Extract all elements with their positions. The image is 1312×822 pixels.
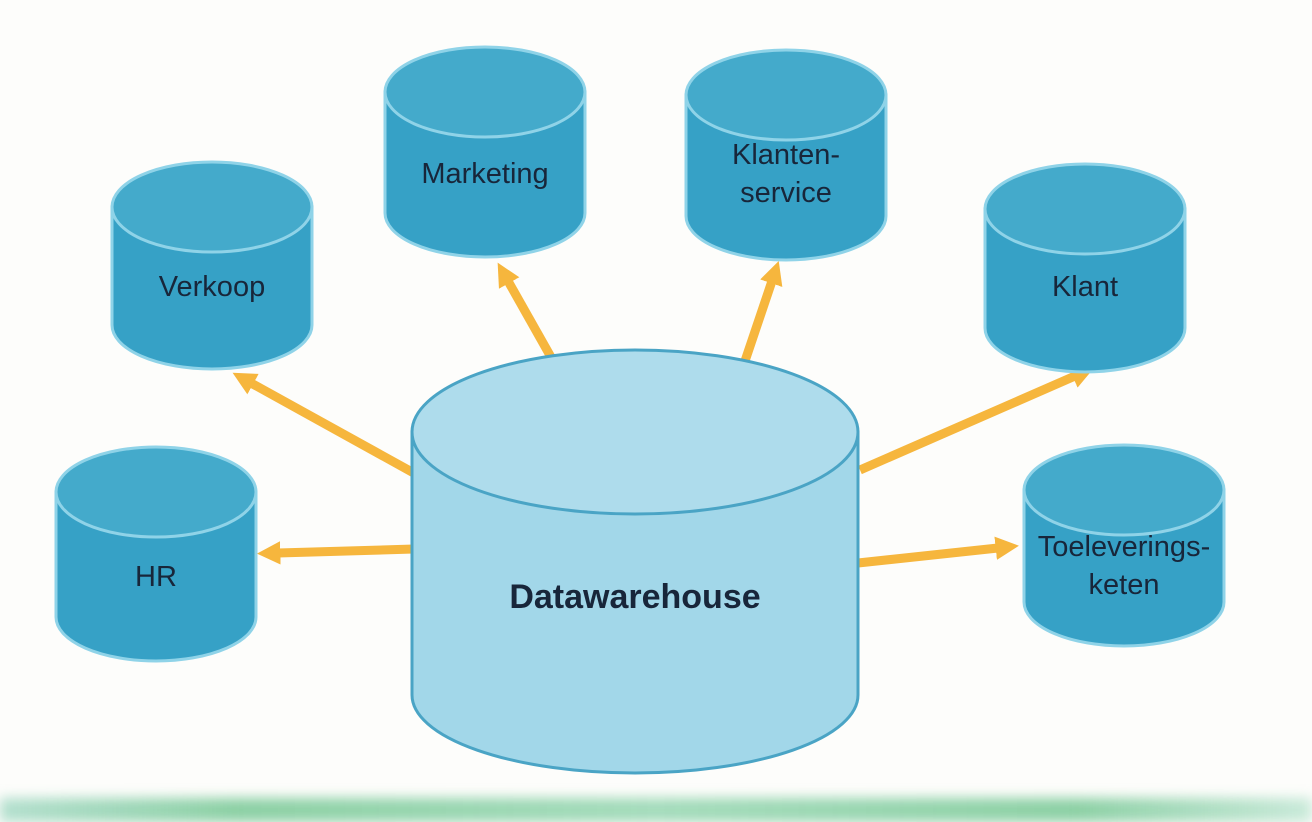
node-verkoop: Verkoop [110,160,314,371]
datawarehouse-cylinder-body [410,430,860,775]
node-klantenservice: Klanten- service [684,48,888,262]
klantenservice-label-line1: Klanten- [732,139,840,171]
klant-cylinder-top [983,162,1187,256]
klant-label: Klant [1052,271,1118,303]
node-klant: Klant [983,162,1187,374]
marketing-label: Marketing [421,158,548,190]
node-marketing: Marketing [383,45,587,259]
datawarehouse-label: Datawarehouse [509,578,760,616]
marketing-cylinder-body [383,90,587,259]
arrow-center-to-klantenservice [739,261,783,366]
klantenservice-cylinder-top [684,48,888,142]
arrow-center-to-verkoop [232,372,433,486]
arrow-center-to-klant [858,366,1095,475]
node-hr: HR [54,445,258,663]
klantenservice-cylinder-body [684,93,888,262]
bottom-decoration [0,798,1312,822]
arrow-center-to-toeleveringsketen [857,536,1019,568]
node-datawarehouse: Datawarehouse [410,348,860,775]
hr-cylinder-body [54,490,258,663]
verkoop-label: Verkoop [159,271,265,303]
hr-label: HR [135,561,177,593]
verkoop-cylinder-top [110,160,314,254]
datawarehouse-cylinder-top [410,348,860,516]
arrow-center-to-marketing [497,262,560,369]
hr-cylinder-top [54,445,258,539]
toeleveringsketen-cylinder-top [1022,443,1226,537]
toeleveringsketen-label-line2: keten [1089,569,1160,601]
node-toeleveringsketen: Toeleverings- keten [1022,443,1226,648]
arrow-center-to-hr [256,541,415,565]
marketing-cylinder-top [383,45,587,139]
klantenservice-label-line2: service [740,177,832,209]
arrows-group [232,261,1095,568]
toeleveringsketen-label-line1: Toeleverings- [1038,531,1210,563]
klant-cylinder-body [983,207,1187,374]
